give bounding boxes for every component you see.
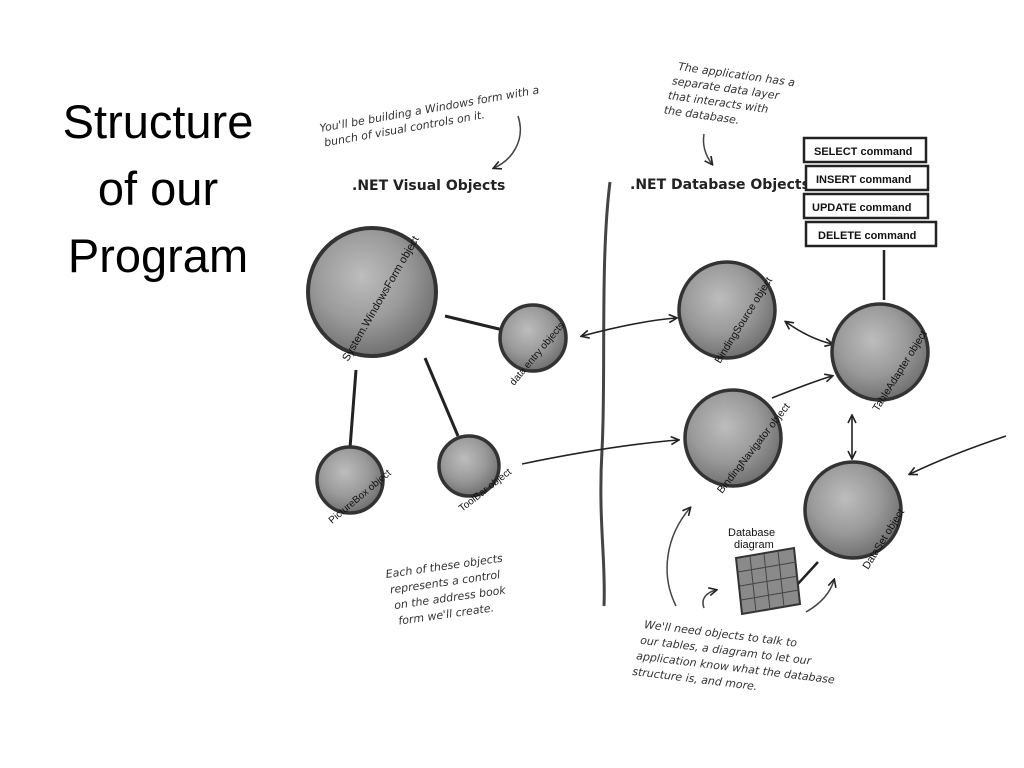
node-dataset xyxy=(803,460,903,560)
arrow-note-window xyxy=(494,115,522,168)
command-select-box xyxy=(802,136,928,164)
arrow-navigator-adapter xyxy=(771,376,832,399)
heading-visual-objects: .NET Visual Objects xyxy=(352,178,505,194)
node-binding-navigator xyxy=(683,388,783,488)
heading-database-objects: .NET Database Objects xyxy=(630,177,810,193)
arrow-external-dataset xyxy=(910,435,1007,474)
title-line-2: of our xyxy=(97,162,219,215)
command-insert: INSERT command xyxy=(816,174,911,186)
database-diagram: Database diagram xyxy=(728,527,802,616)
arrow-note-diagram xyxy=(702,590,716,609)
note-windows-form: You'll be building a Windows form with a… xyxy=(319,83,541,149)
command-delete-box xyxy=(804,220,938,248)
arrow-toolbar-navigator xyxy=(521,440,678,465)
command-delete: DELETE command xyxy=(818,230,916,242)
connector-form-picturebox xyxy=(348,369,358,449)
db-diagram-label-1: Database xyxy=(728,527,775,539)
command-list: SELECT command INSERT command UPDATE com… xyxy=(802,136,938,248)
note-need-objects: We'll need objects to talk to our tables… xyxy=(632,618,836,693)
db-diagram-gridlines xyxy=(737,550,800,613)
node-windows-form xyxy=(306,226,438,358)
arrow-note-dataset xyxy=(805,580,834,613)
command-update-box xyxy=(802,192,930,220)
command-insert-box xyxy=(804,164,930,192)
note-each-object: Each of these objects represents a contr… xyxy=(385,552,507,628)
node-data-entry xyxy=(498,303,568,373)
title-line-3: Program xyxy=(67,229,249,282)
arrow-note-navigator xyxy=(666,508,690,607)
command-select: SELECT command xyxy=(814,146,912,158)
node-toolbar xyxy=(437,434,501,498)
command-update: UPDATE command xyxy=(812,202,911,214)
node-table-adapter xyxy=(830,302,930,402)
note-data-layer: The application has a separate data laye… xyxy=(663,60,796,127)
db-diagram-label-2: diagram xyxy=(734,539,774,551)
title-line-1: Structure xyxy=(62,95,254,148)
arrow-dataentry-bindingsource xyxy=(582,318,676,336)
connector-form-toolbar xyxy=(423,357,460,437)
arrow-source-adapter xyxy=(786,322,832,344)
node-binding-source xyxy=(677,260,777,360)
slide-title: Structure of our Program xyxy=(40,88,276,289)
connector-form-dataentry xyxy=(444,314,504,332)
node-picturebox xyxy=(315,445,385,515)
arrow-note-database xyxy=(702,133,712,164)
connector-diagram-dataset xyxy=(795,561,819,587)
divider-line xyxy=(599,181,612,607)
